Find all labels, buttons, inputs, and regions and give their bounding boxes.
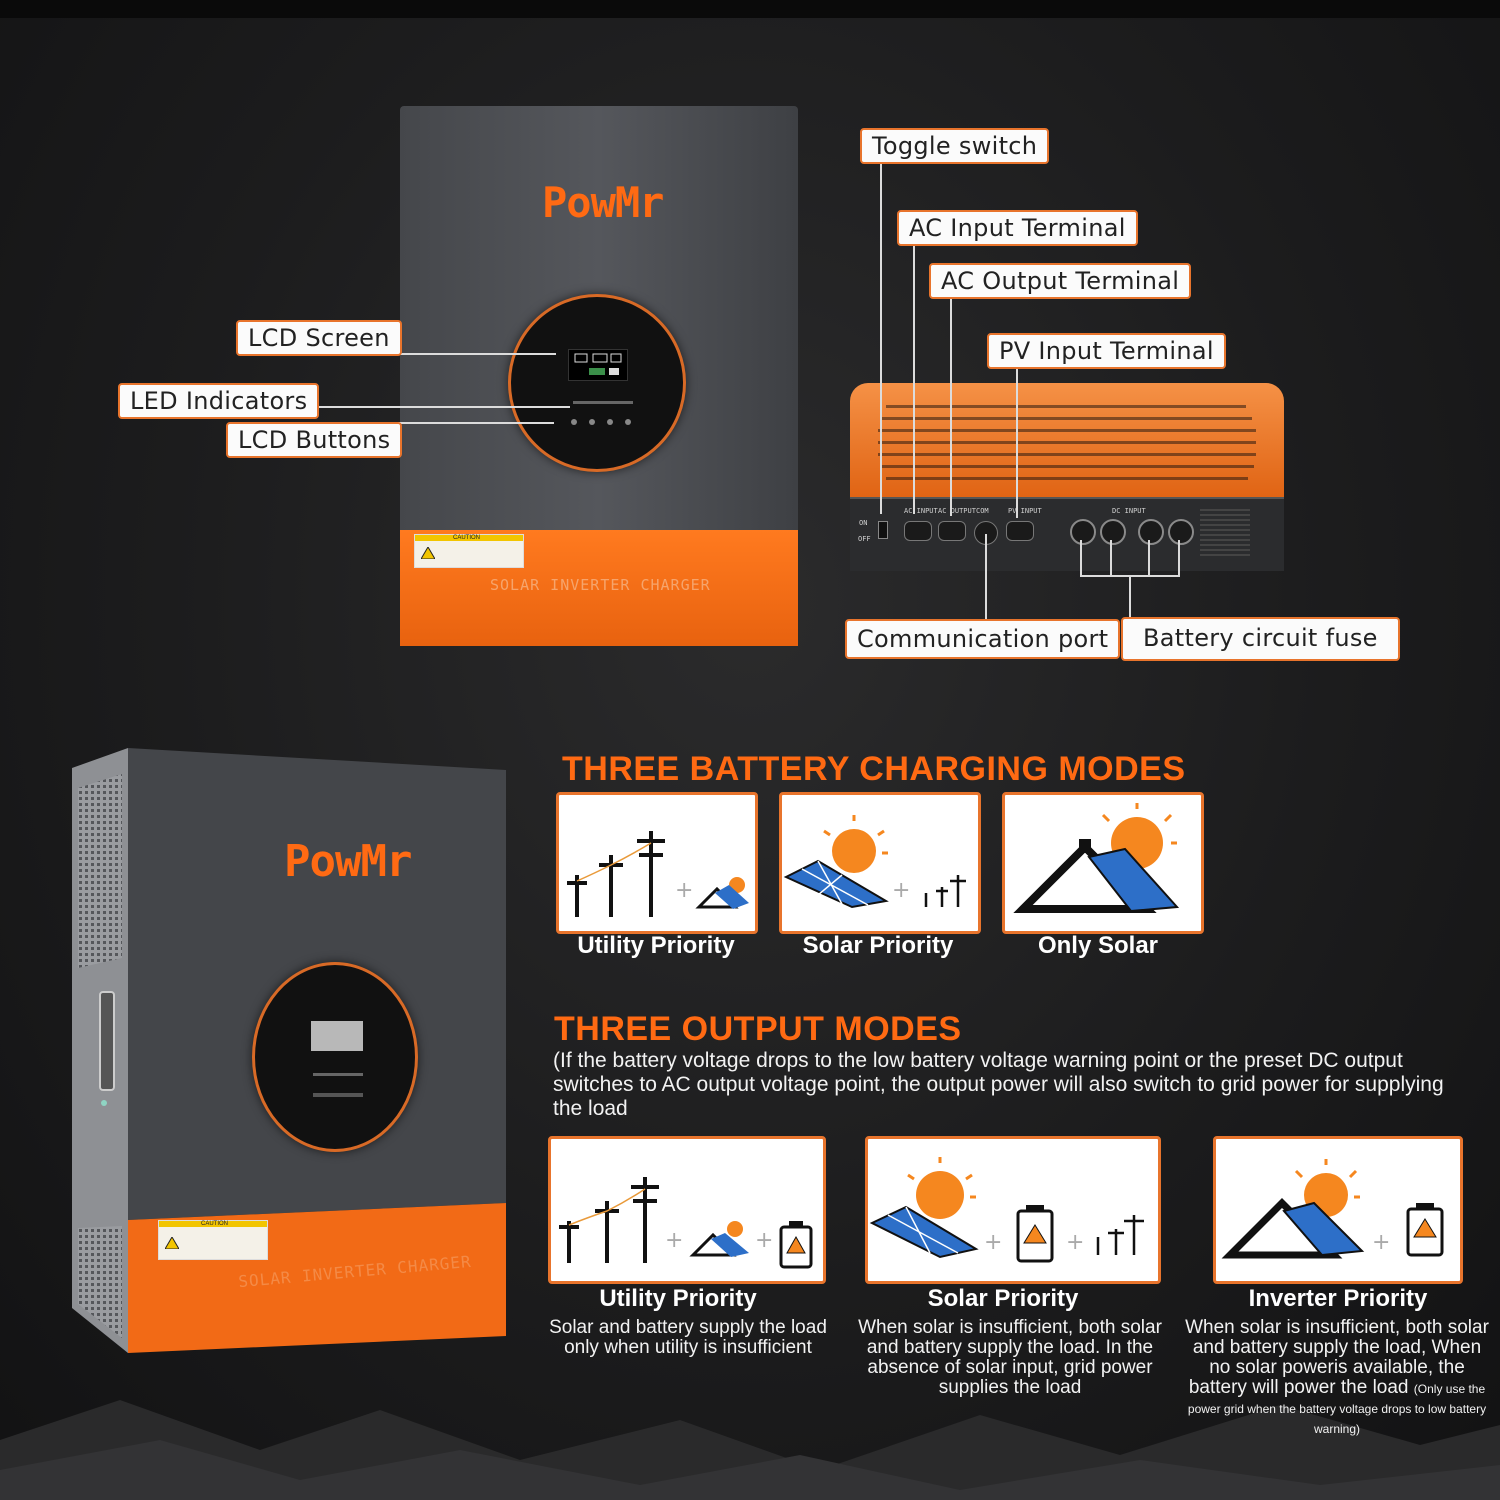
battery-terminal[interactable] xyxy=(1168,519,1194,545)
svg-text:+: + xyxy=(755,1228,773,1253)
svg-text:+: + xyxy=(1372,1230,1390,1255)
toggle-switch[interactable] xyxy=(878,521,888,539)
lcd-buttons[interactable] xyxy=(313,1093,363,1097)
callout-toggle-switch: Toggle switch xyxy=(860,128,1050,164)
charging-card-solar: + xyxy=(779,792,981,934)
solar-panel-icon: + xyxy=(783,815,966,909)
callout-line xyxy=(985,534,987,620)
brand-logo: PowMr xyxy=(284,836,412,887)
output-mode-desc: Solar and battery supply the load only w… xyxy=(549,1317,827,1358)
output-mode-fine-print: (Only use the power grid when the batter… xyxy=(1187,1382,1487,1436)
svg-text:+: + xyxy=(1066,1230,1084,1255)
led-indicators xyxy=(573,401,633,404)
led-indicators xyxy=(313,1073,363,1076)
callout-ac-input: AC Input Terminal xyxy=(897,210,1138,246)
ac-output-terminal[interactable] xyxy=(938,521,966,541)
callout-led-indicators: LED Indicators xyxy=(118,383,320,419)
charging-mode-label: Only Solar xyxy=(1037,932,1159,959)
charging-card-only-solar xyxy=(1002,792,1204,934)
output-modes-note: (If the battery voltage drops to the low… xyxy=(553,1049,1444,1120)
svg-text:+: + xyxy=(892,878,910,903)
bottom-orange-casing xyxy=(850,383,1284,497)
callout-line xyxy=(880,164,882,514)
top-bar xyxy=(0,0,1500,18)
charging-mode-label: Utility Priority xyxy=(577,932,735,959)
callout-line xyxy=(304,406,570,408)
callout-line xyxy=(913,242,915,514)
battery-terminal[interactable] xyxy=(1070,519,1096,545)
power-pole-icon: + xyxy=(567,831,693,917)
front-text: SOLAR INVERTER CHARGER xyxy=(490,576,711,594)
output-card-inverter: + xyxy=(1213,1136,1463,1284)
callout-lcd-screen: LCD Screen xyxy=(236,320,402,356)
warning-icon xyxy=(165,1237,179,1249)
output-mode-label: Utility Priority xyxy=(599,1285,757,1312)
inverter-angled-view: PowMr CAUTION SOLAR INVERTER CHARGER xyxy=(72,748,512,1353)
callout-line xyxy=(1016,368,1018,518)
charging-card-utility: + xyxy=(556,792,758,934)
inverter-bottom-view: ON OFF AC INPUT AC OUTPUT COM PV INPUT D… xyxy=(850,383,1284,571)
svg-text:+: + xyxy=(984,1230,1002,1255)
solar-panel-icon: + + xyxy=(869,1157,1144,1263)
callout-line xyxy=(1178,540,1180,576)
callout-line xyxy=(1148,540,1150,576)
lcd-screen xyxy=(568,349,628,381)
output-card-solar: + + xyxy=(865,1136,1161,1284)
caution-label: CAUTION xyxy=(414,534,524,568)
svg-text:+: + xyxy=(675,878,693,903)
lcd-screen xyxy=(311,1021,363,1051)
caution-label: CAUTION xyxy=(158,1220,268,1260)
charging-modes-title: THREE BATTERY CHARGING MODES xyxy=(562,750,1186,788)
callout-communication-port: Communication port xyxy=(845,619,1121,659)
brand-logo: PowMr xyxy=(542,178,664,227)
output-mode-desc-inverter: When solar is insufficient, both solar a… xyxy=(1180,1318,1494,1438)
inverter-front-view: PowMr CAUTION SOLAR INVERTER CHARGER xyxy=(400,106,798,646)
terminal-panel: ON OFF AC INPUT AC OUTPUT COM PV INPUT D… xyxy=(850,497,1284,571)
svg-text:+: + xyxy=(665,1228,683,1253)
output-mode-label: Solar Priority xyxy=(927,1285,1079,1312)
output-mode-desc: When solar is insufficient, both solar a… xyxy=(858,1317,1162,1398)
callout-line xyxy=(1110,540,1112,576)
house-roof-icon xyxy=(1013,803,1180,913)
battery-terminal[interactable] xyxy=(1138,519,1164,545)
output-modes-title: THREE OUTPUT MODES xyxy=(554,1010,962,1048)
charging-mode-label: Solar Priority xyxy=(802,932,954,959)
pv-input-terminal[interactable] xyxy=(1006,521,1034,541)
callout-battery-fuse: Battery circuit fuse xyxy=(1121,617,1400,661)
output-card-utility: + + xyxy=(548,1136,826,1284)
inverter-orange-panel: CAUTION SOLAR INVERTER CHARGER xyxy=(400,530,798,646)
output-mode-desc: When solar is insufficient, both solar a… xyxy=(1185,1317,1489,1398)
callout-line xyxy=(1129,575,1131,619)
house-solar-icon xyxy=(695,877,749,909)
callout-pv-input: PV Input Terminal xyxy=(987,333,1226,369)
lcd-readout-icon xyxy=(574,353,622,375)
control-dial xyxy=(252,962,418,1152)
battery-terminal[interactable] xyxy=(1100,519,1126,545)
communication-port[interactable] xyxy=(974,521,998,545)
callout-ac-output: AC Output Terminal xyxy=(929,263,1192,299)
callout-line xyxy=(1080,540,1082,576)
callout-line xyxy=(390,422,554,424)
callout-lcd-buttons: LCD Buttons xyxy=(226,422,403,458)
callout-line xyxy=(950,298,952,516)
panel-vent xyxy=(1200,509,1250,559)
output-mode-label: Inverter Priority xyxy=(1248,1285,1428,1312)
callout-line xyxy=(388,353,556,355)
power-pole-icon: + + xyxy=(559,1177,813,1269)
house-roof-icon: + xyxy=(1221,1159,1444,1259)
control-dial xyxy=(508,294,686,472)
ac-input-terminal[interactable] xyxy=(904,521,932,541)
warning-icon xyxy=(421,547,435,559)
lcd-buttons[interactable] xyxy=(571,419,637,427)
mountain-backdrop xyxy=(0,1400,1500,1500)
